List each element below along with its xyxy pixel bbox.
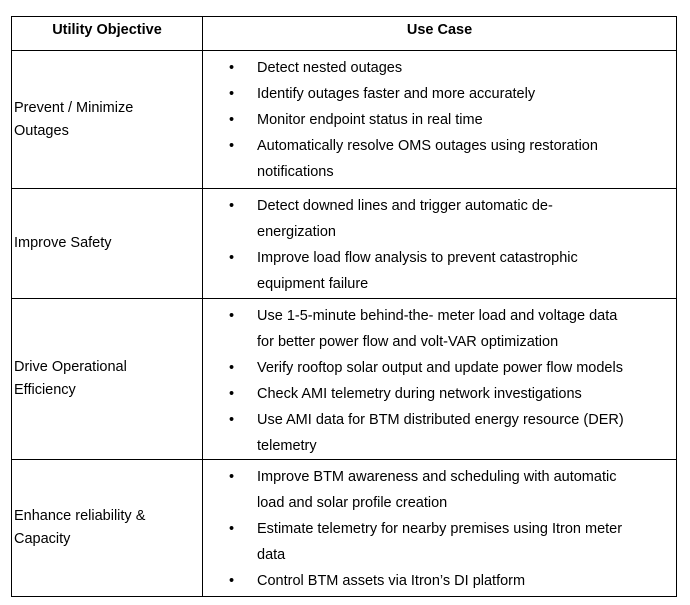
use-case-text-line: Use AMI data for BTM distributed energy …: [257, 412, 624, 428]
objective-text: Improve Safety: [14, 235, 112, 251]
use-case-list-item: • Verify rooftop solar output and update …: [204, 355, 673, 381]
use-case-text-line: for better power flow and volt-VAR optim…: [257, 334, 559, 350]
use-case-list-item: • Identify outages faster and more accura…: [204, 81, 673, 107]
use-case-list-item: • Improve load flow analysis to prevent c…: [204, 245, 673, 297]
use-case-text: Improve BTM awareness and scheduling wit…: [257, 464, 672, 516]
use-case-text-line: equipment failure: [257, 276, 369, 292]
use-case-text: Control BTM assets via Itron’s DI platfo…: [257, 568, 672, 594]
bullet-icon: •: [229, 86, 235, 102]
use-case-text: Verify rooftop solar output and update p…: [257, 355, 672, 381]
use-case-text-line: Detect nested outages: [257, 60, 403, 76]
use-case-cell: • Improve BTM awareness and scheduling wi…: [202, 459, 677, 597]
objective-text: Prevent / Minimize: [14, 99, 134, 116]
column-header-use-case: Use Case: [202, 16, 677, 51]
objective-text: Outages: [14, 122, 69, 139]
bullet-icon: •: [229, 60, 235, 76]
bullet-icon: •: [229, 138, 235, 154]
use-case-text: Use 1-5-minute behind-the- meter load an…: [257, 303, 672, 355]
use-case-text-line: Improve BTM awareness and scheduling wit…: [257, 469, 617, 485]
use-case-cell: • Detect downed lines and trigger automat…: [202, 188, 677, 299]
bullet-icon: •: [229, 573, 235, 589]
use-case-cell: • Detect nested outages • Identify outages …: [202, 50, 677, 189]
utility-objective-use-case-table: Utility Objective Use Case Prevent / Min…: [11, 16, 677, 597]
use-case-text-line: energization: [257, 224, 336, 240]
objective-text: Drive Operational: [14, 359, 127, 375]
use-case-text: Improve load flow analysis to prevent ca…: [257, 245, 672, 297]
bullet-icon: •: [229, 198, 235, 214]
use-case-text: Detect downed lines and trigger automati…: [257, 193, 672, 245]
use-case-text-line: telemetry: [257, 438, 317, 454]
table-row: Enhance reliability & Capacity • Improve BT…: [11, 459, 677, 597]
bullet-icon: •: [229, 469, 235, 485]
use-case-list-item: • Detect downed lines and trigger automat…: [204, 193, 673, 245]
use-case-text-line: Detect downed lines and trigger automati…: [257, 198, 553, 214]
use-case-text-line: Identify outages faster and more accurat…: [257, 86, 536, 102]
use-case-list-item: • Detect nested outages: [204, 55, 673, 81]
use-case-list-item: • Use 1-5-minute behind-the- meter load a…: [204, 303, 673, 355]
use-case-text-line: data: [257, 547, 286, 563]
use-case-text-line: Monitor endpoint status in real time: [257, 112, 483, 128]
use-case-text: Use AMI data for BTM distributed energy …: [257, 407, 672, 459]
use-case-text: Detect nested outages: [257, 55, 672, 81]
bullet-icon: •: [229, 412, 235, 428]
objective-text: Enhance reliability &: [14, 508, 146, 524]
use-case-text-line: Estimate telemetry for nearby premises u…: [257, 521, 623, 537]
use-case-text-line: Verify rooftop solar output and update p…: [257, 360, 623, 376]
use-case-text: Monitor endpoint status in real time: [257, 107, 672, 133]
objective-cell: Enhance reliability & Capacity: [11, 459, 203, 597]
bullet-icon: •: [229, 308, 235, 324]
use-case-list-item: • Monitor endpoint status in real time: [204, 107, 673, 133]
objective-cell: Improve Safety: [11, 188, 203, 299]
table-header-row: Utility Objective Use Case: [11, 16, 677, 51]
use-case-list-item: • Check AMI telemetry during network inve…: [204, 381, 673, 407]
use-case-list-item: • Improve BTM awareness and scheduling wi…: [204, 464, 673, 516]
bullet-icon: •: [229, 521, 235, 537]
use-case-text-line: Check AMI telemetry during network inves…: [257, 386, 582, 402]
use-case-text-line: Control BTM assets via Itron’s DI platfo…: [257, 573, 526, 589]
use-case-text: Automatically resolve OMS outages using …: [257, 133, 672, 185]
objective-text: Capacity: [14, 531, 71, 547]
bullet-icon: •: [229, 386, 235, 402]
use-case-list-item: • Use AMI data for BTM distributed energy…: [204, 407, 673, 459]
use-case-text: Identify outages faster and more accurat…: [257, 81, 672, 107]
use-case-text: Check AMI telemetry during network inves…: [257, 381, 672, 407]
use-case-text-line: load and solar profile creation: [257, 495, 448, 511]
bullet-icon: •: [229, 112, 235, 128]
bullet-icon: •: [229, 360, 235, 376]
use-case-text-line: Automatically resolve OMS outages using …: [257, 138, 598, 154]
use-case-list-item: • Automatically resolve OMS outages using…: [204, 133, 673, 185]
objective-text: Efficiency: [14, 382, 76, 398]
use-case-text-line: Improve load flow analysis to prevent ca…: [257, 250, 578, 266]
use-case-text-line: Use 1-5-minute behind-the- meter load an…: [257, 308, 618, 324]
use-case-text-line: notifications: [257, 164, 334, 180]
use-case-cell: • Use 1-5-minute behind-the- meter load a…: [202, 298, 677, 460]
use-case-list-item: • Control BTM assets via Itron’s DI platf…: [204, 568, 673, 594]
bullet-icon: •: [229, 250, 235, 266]
use-case-list-item: • Estimate telemetry for nearby premises …: [204, 516, 673, 568]
table-row: Improve Safety • Detect downed lines and t…: [11, 188, 677, 299]
column-header-utility-objective: Utility Objective: [11, 16, 203, 51]
use-case-text: Estimate telemetry for nearby premises u…: [257, 516, 672, 568]
